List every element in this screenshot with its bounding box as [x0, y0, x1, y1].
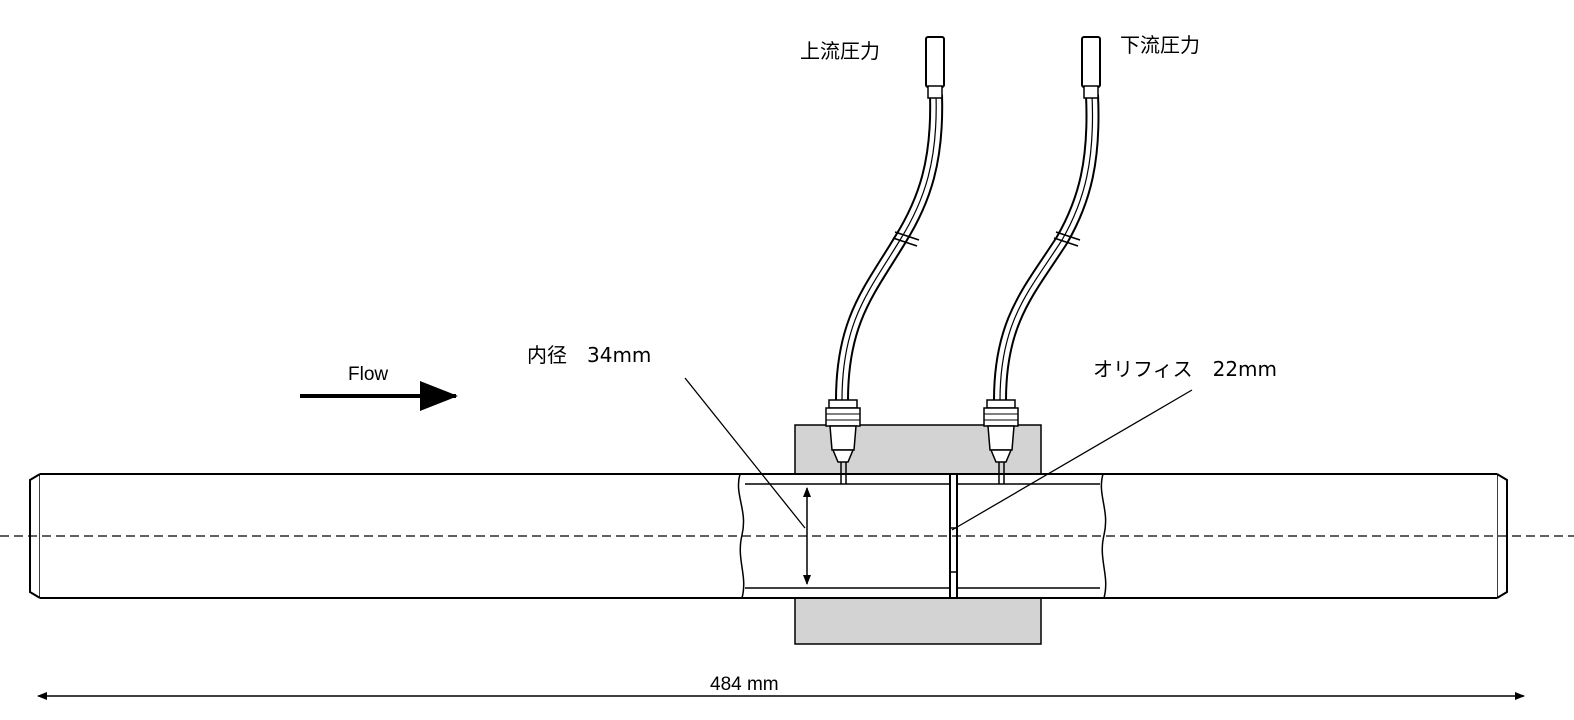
- upstream-pressure-label: 上流圧力: [800, 39, 880, 63]
- downstream-pressure-sensor: [1081, 36, 1101, 99]
- orifice-label: オリフィス 22mm: [1093, 357, 1277, 381]
- inner-diameter-label: 内径 34mm: [527, 343, 651, 367]
- inner-diameter-leader-line: [684, 377, 806, 529]
- flow-arrow-head: [420, 381, 458, 411]
- flow-label: Flow: [348, 364, 388, 385]
- upstream-fitting: [825, 399, 861, 484]
- orifice-leader-line: [951, 389, 1193, 531]
- downstream-pressure-label: 下流圧力: [1120, 33, 1200, 57]
- total-length-label: 484 mm: [710, 674, 779, 695]
- downstream-pressure-tube: [993, 94, 1100, 401]
- upstream-pressure-sensor: [925, 36, 945, 99]
- downstream-fitting: [983, 399, 1019, 484]
- upstream-pressure-tube: [835, 94, 944, 401]
